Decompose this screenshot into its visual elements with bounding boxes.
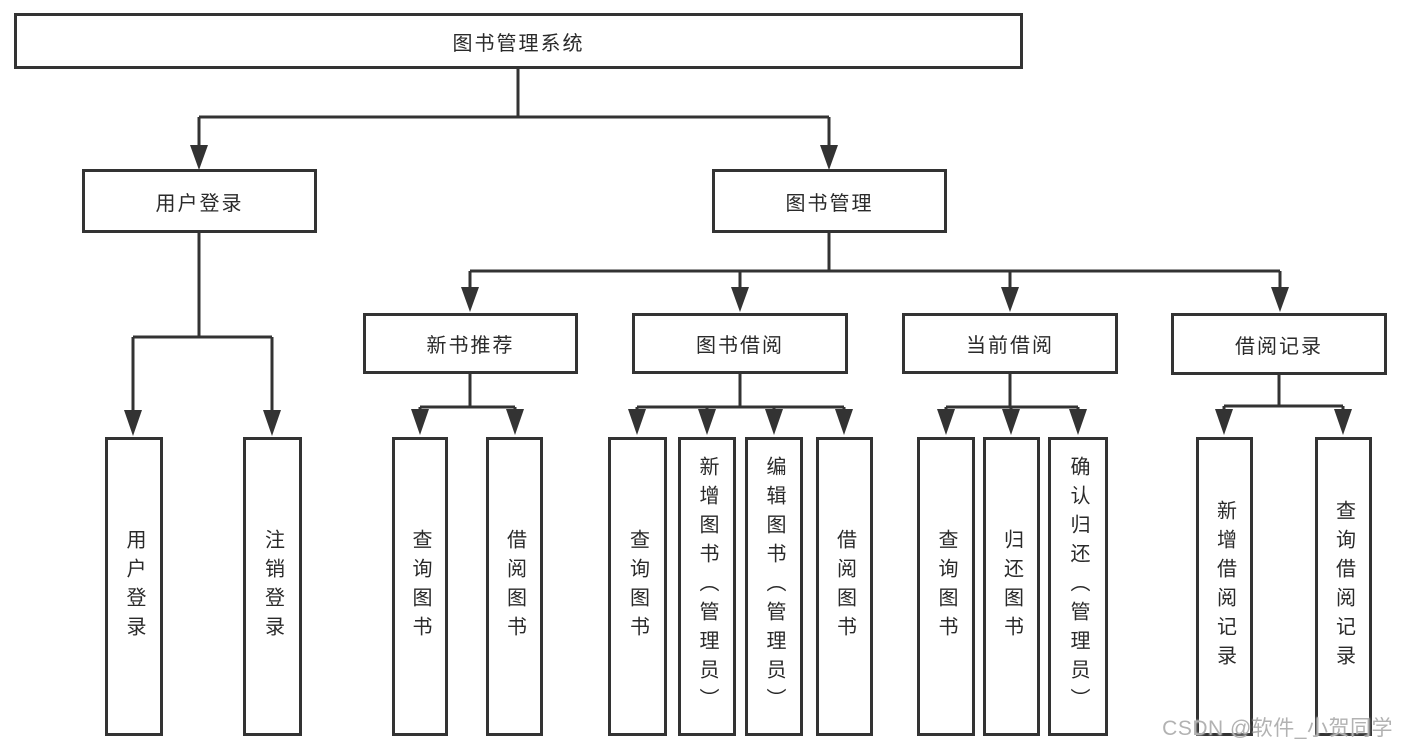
leaf-query-books-borrow: 查询图书 xyxy=(608,437,667,736)
leaf-confirm-return-admin-label: 确认归还（管理员） xyxy=(1067,456,1089,717)
leaf-add-books-admin: 新增图书（管理员） xyxy=(678,437,736,736)
leaf-query-books-borrow-label: 查询图书 xyxy=(626,528,649,645)
leaf-query-borrow-record: 查询借阅记录 xyxy=(1315,437,1372,736)
leaf-user-login: 用户登录 xyxy=(105,437,163,736)
leaf-query-books-recommend: 查询图书 xyxy=(392,437,448,736)
node-book-management-label: 图书管理 xyxy=(785,192,874,215)
leaf-return-books-label: 归还图书 xyxy=(1000,528,1023,645)
leaf-logout-login-label: 注销登录 xyxy=(261,528,284,645)
leaf-add-borrow-record: 新增借阅记录 xyxy=(1196,437,1253,736)
leaf-return-books: 归还图书 xyxy=(983,437,1040,736)
leaf-query-borrow-record-label: 查询借阅记录 xyxy=(1332,499,1355,674)
node-user-login-label: 用户登录 xyxy=(155,192,244,215)
node-book-borrow-label: 图书借阅 xyxy=(696,335,784,357)
node-borrow-records: 借阅记录 xyxy=(1171,313,1387,375)
leaf-borrow-books-recommend-label: 借阅图书 xyxy=(503,528,526,645)
node-library-system-label: 图书管理系统 xyxy=(452,32,585,55)
leaf-add-books-admin-label: 新增图书（管理员） xyxy=(696,456,718,717)
node-borrow-records-label: 借阅记录 xyxy=(1235,335,1323,358)
node-new-book-recommend: 新书推荐 xyxy=(363,313,578,374)
leaf-user-login-label: 用户登录 xyxy=(123,528,145,645)
leaf-edit-books-admin-label: 编辑图书（管理员） xyxy=(763,456,785,717)
node-current-borrow-label: 当前借阅 xyxy=(966,335,1054,357)
node-library-system: 图书管理系统 xyxy=(14,13,1023,69)
leaf-borrow-books-borrow: 借阅图书 xyxy=(816,437,873,736)
leaf-query-books-current-label: 查询图书 xyxy=(935,528,957,645)
leaf-add-borrow-record-label: 新增借阅记录 xyxy=(1213,499,1236,674)
node-new-book-recommend-label: 新书推荐 xyxy=(426,335,515,357)
leaf-borrow-books-borrow-label: 借阅图书 xyxy=(833,528,856,645)
leaf-query-books-current: 查询图书 xyxy=(917,437,975,736)
csdn-watermark: CSDN @软件_小贺同学 xyxy=(1162,717,1393,740)
leaf-logout-login: 注销登录 xyxy=(243,437,302,736)
leaf-confirm-return-admin: 确认归还（管理员） xyxy=(1048,437,1108,736)
node-book-borrow: 图书借阅 xyxy=(632,313,848,374)
node-user-login: 用户登录 xyxy=(82,169,317,233)
node-current-borrow: 当前借阅 xyxy=(902,313,1118,374)
node-book-management: 图书管理 xyxy=(712,169,947,233)
leaf-query-books-recommend-label: 查询图书 xyxy=(409,528,431,645)
leaf-borrow-books-recommend: 借阅图书 xyxy=(486,437,543,736)
leaf-edit-books-admin: 编辑图书（管理员） xyxy=(745,437,803,736)
